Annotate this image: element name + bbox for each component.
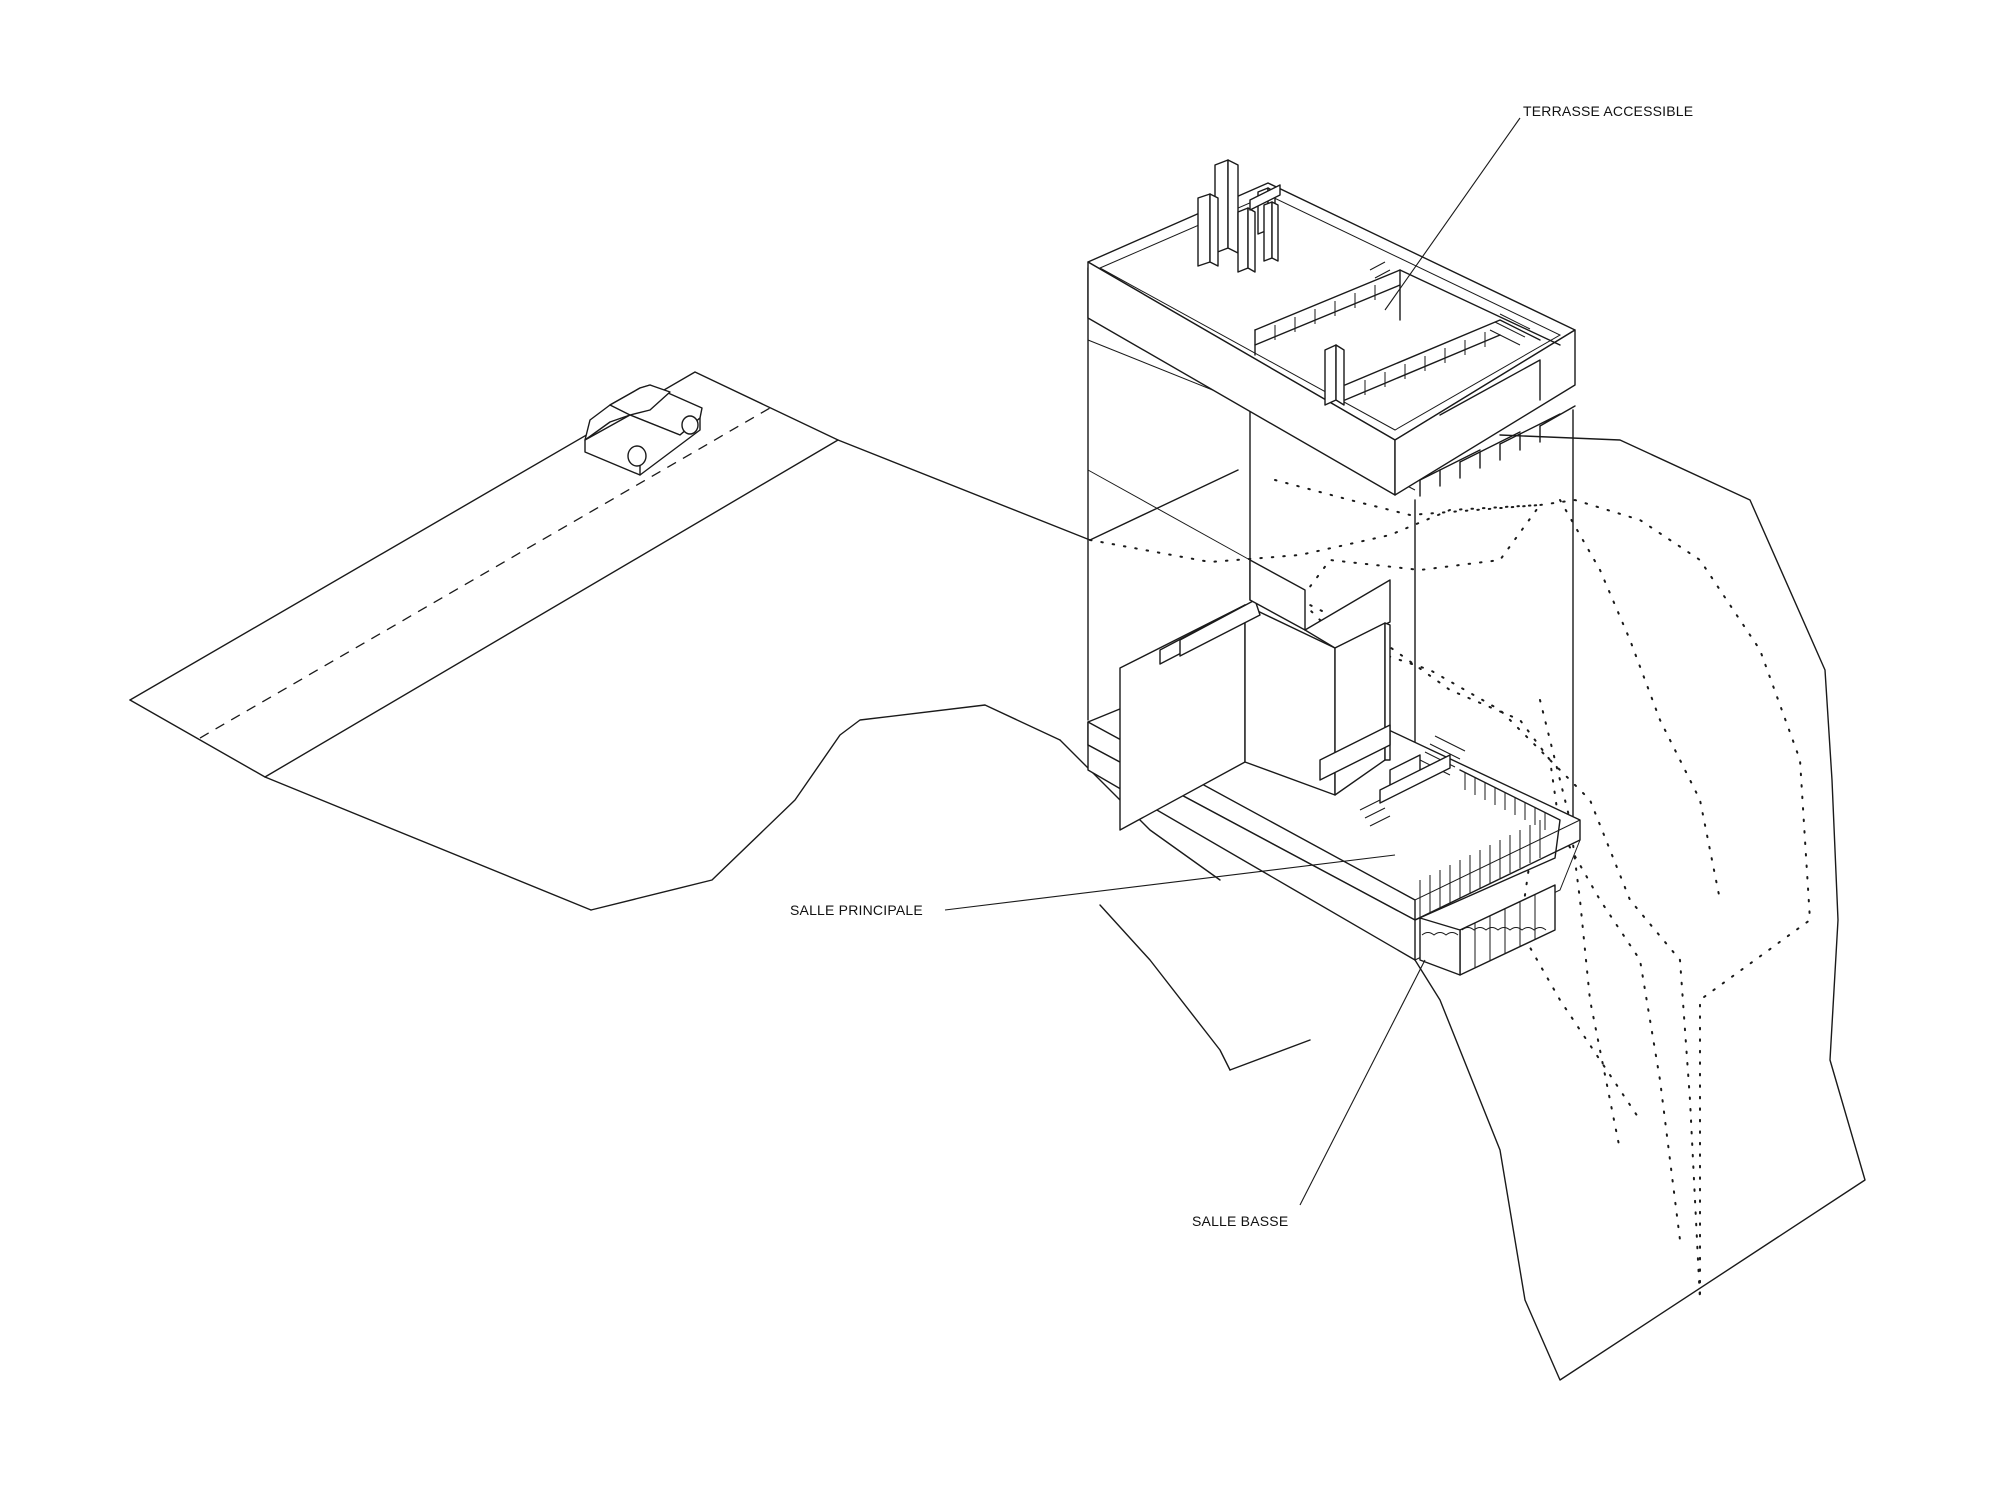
car-wheel-front: [627, 445, 647, 467]
label-salle-principale: SALLE PRINCIPALE: [790, 902, 923, 918]
roof-joists: [1419, 405, 1576, 497]
leader-basse: [1299, 959, 1426, 1206]
ravine-terrain: [1059, 434, 1866, 1381]
road-plane: [129, 371, 1091, 911]
label-terrasse-accessible: TERRASSE ACCESSIBLE: [1523, 103, 1694, 119]
car: [584, 384, 703, 476]
roof-terrace: [1087, 182, 1576, 496]
leader-principale: [944, 854, 1396, 911]
car-wheel-rear: [681, 415, 699, 435]
main-hall-floor: [1087, 559, 1581, 961]
leader-lines: [944, 117, 1521, 1206]
roof-chimneys: [1197, 159, 1345, 406]
lower-hall: [1419, 884, 1556, 976]
label-salle-basse: SALLE BASSE: [1192, 1213, 1289, 1229]
leader-terrasse: [1384, 117, 1521, 311]
road-centerline: [199, 407, 771, 739]
